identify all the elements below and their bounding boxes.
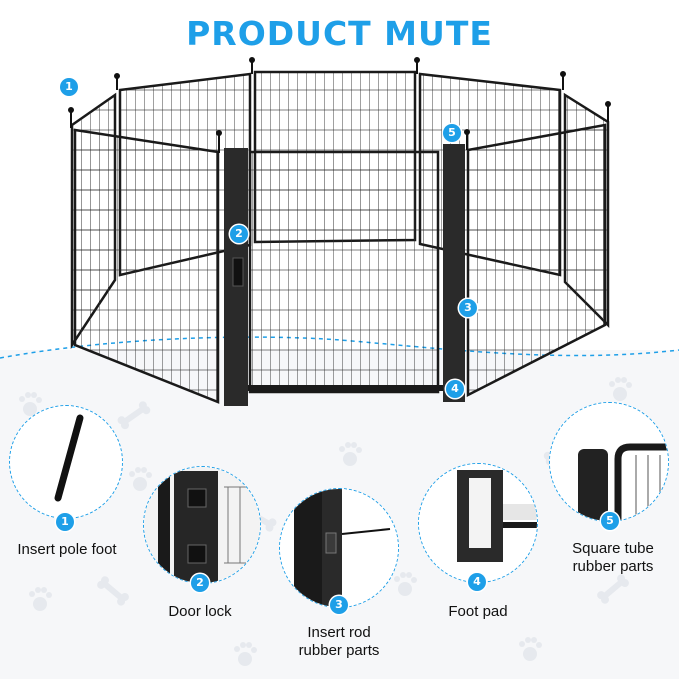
detail-badge-3: 3	[330, 596, 348, 614]
detail-circle-square-tube	[549, 402, 669, 522]
detail-circle-foot-pad	[418, 463, 538, 583]
dashed-wave-divider	[0, 336, 679, 359]
detail-badge-4: 4	[468, 573, 486, 591]
paw-print-icon	[129, 467, 152, 491]
paw-print-icon	[29, 587, 52, 611]
paw-print-icon	[609, 377, 632, 401]
paw-print-icon	[519, 637, 542, 661]
caption-square-tube-line2: rubber parts	[572, 558, 654, 575]
front-panel-left	[73, 128, 220, 404]
bone-icon	[117, 401, 151, 430]
caption-square-tube-line1: Square tube	[572, 540, 654, 557]
front-panel-right	[466, 123, 607, 398]
bone-icon	[597, 574, 629, 604]
detail-circle-door-lock	[143, 466, 261, 584]
callout-badge-4: 4	[446, 380, 464, 398]
caption-door-lock: Door lock	[168, 603, 232, 620]
paw-print-icon	[394, 572, 417, 596]
caption-square-tube: Square tube rubber parts	[555, 540, 671, 576]
caption-foot-pad: Foot pad	[448, 603, 508, 620]
page-title: PRODUCT MUTE	[186, 14, 493, 53]
paw-print-icon	[339, 442, 362, 466]
caption-rod-rubber: Insert rod rubber parts	[275, 624, 403, 660]
callout-badge-3: 3	[459, 299, 477, 317]
caption-pole-foot: Insert pole foot	[17, 541, 117, 558]
paw-print-icon	[234, 642, 257, 666]
callout-badge-1: 1	[60, 78, 78, 96]
detail-badge-1: 1	[56, 513, 74, 531]
detail-badge-2: 2	[191, 574, 209, 592]
detail-badge-5: 5	[601, 512, 619, 530]
detail-circle-rod-rubber	[279, 488, 399, 608]
door-panel	[248, 150, 440, 394]
caption-rod-rubber-line1: Insert rod	[307, 624, 371, 641]
door-post-right	[443, 144, 465, 402]
detail-circle-pole-foot	[9, 405, 123, 519]
callout-badge-5: 5	[443, 124, 461, 142]
paw-print-icon	[19, 392, 42, 416]
door-latch	[232, 257, 244, 287]
bone-icon	[97, 576, 129, 606]
callout-badge-2: 2	[230, 225, 248, 243]
caption-rod-rubber-line2: rubber parts	[298, 642, 380, 659]
